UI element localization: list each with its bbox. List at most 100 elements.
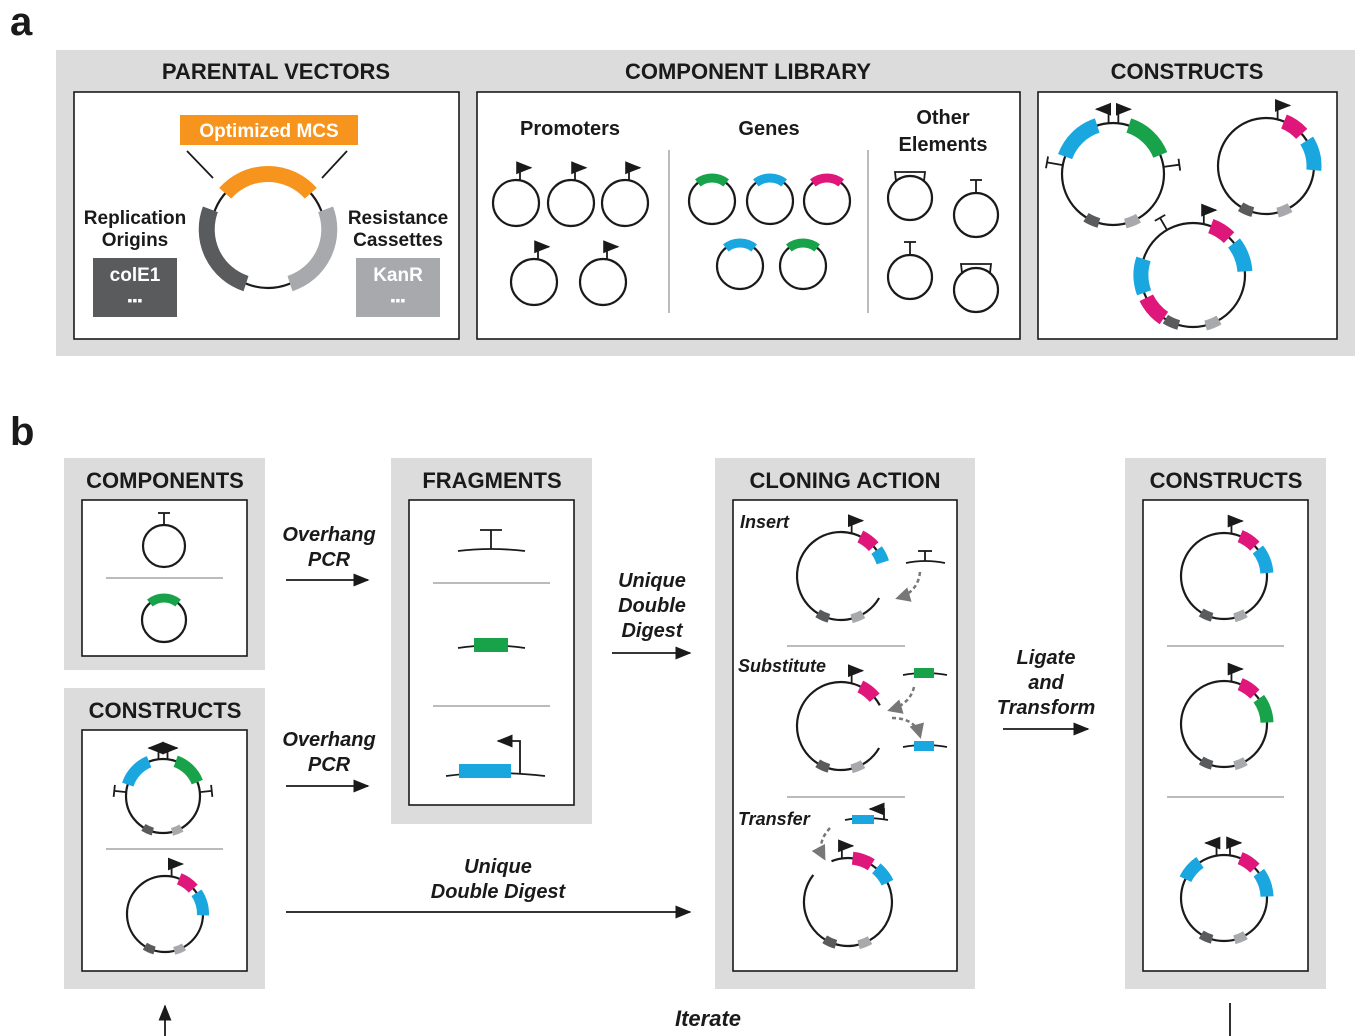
promoter-glyph bbox=[167, 857, 185, 877]
constructs-a-plasmids bbox=[1045, 98, 1322, 331]
origin-segment bbox=[141, 823, 155, 836]
substitute-fragment-green bbox=[902, 668, 948, 678]
promoter-parts bbox=[491, 161, 650, 307]
gene-segment bbox=[147, 593, 181, 607]
svg-text:Double Digest: Double Digest bbox=[431, 881, 567, 903]
panel-a-letter: a bbox=[10, 0, 33, 44]
gene-segment bbox=[1179, 857, 1204, 883]
gene-segment bbox=[723, 238, 757, 252]
component-library-box bbox=[476, 91, 1021, 340]
genes-heading: Genes bbox=[738, 118, 799, 140]
promoter-glyph bbox=[147, 741, 164, 760]
other-element-part bbox=[952, 263, 1000, 314]
gene-part bbox=[745, 173, 795, 226]
gene-segment bbox=[176, 873, 198, 893]
terminator-glyph bbox=[1163, 158, 1182, 171]
origin-chip bbox=[93, 258, 177, 317]
gene-segment bbox=[753, 173, 787, 187]
transfer-plasmid bbox=[802, 839, 894, 950]
other-element-part bbox=[952, 179, 1000, 239]
svg-text:and: and bbox=[1028, 672, 1064, 694]
left-construct-1 bbox=[112, 741, 214, 836]
mcs-label: Optimized MCS bbox=[199, 121, 338, 142]
gene-segment bbox=[871, 546, 889, 565]
svg-text:Unique: Unique bbox=[618, 570, 686, 592]
gene-part bbox=[778, 238, 828, 291]
cassettes-label-1: Resistance bbox=[348, 208, 448, 229]
cassette-segment bbox=[1123, 213, 1141, 229]
cassette-chip-more: ▪▪▪ bbox=[391, 292, 406, 308]
construct-plasmid-2 bbox=[1216, 98, 1322, 218]
terminator-fragment bbox=[457, 529, 526, 552]
other-element-part bbox=[886, 241, 934, 301]
right-construct-3 bbox=[1179, 836, 1274, 945]
gene-segment bbox=[857, 680, 880, 703]
gene-segment bbox=[1300, 136, 1322, 171]
promoter-glyph bbox=[516, 161, 533, 181]
cassette-chip-label: KanR bbox=[373, 265, 423, 286]
gene-segment bbox=[851, 851, 875, 871]
component-library-title: COMPONENT LIBRARY bbox=[625, 59, 871, 84]
component-gene bbox=[140, 593, 188, 644]
gene-segment bbox=[191, 889, 209, 916]
gene-segment bbox=[1207, 219, 1235, 244]
components-parts bbox=[140, 512, 188, 644]
terminator-glyph bbox=[199, 784, 214, 797]
cassette-segment bbox=[170, 824, 184, 836]
promoter-glyph bbox=[603, 240, 620, 260]
gene-part bbox=[715, 238, 765, 291]
svg-text:Overhang: Overhang bbox=[282, 524, 375, 546]
transfer-dashed-arrow bbox=[811, 827, 831, 861]
other-elements-heading-1: Other bbox=[916, 107, 970, 129]
origin-segment bbox=[1083, 212, 1101, 228]
gene-segment bbox=[1252, 545, 1274, 574]
action-insert-label: Insert bbox=[740, 512, 790, 532]
action-substitute-label: Substitute bbox=[738, 656, 826, 676]
right-construct-1 bbox=[1179, 514, 1274, 623]
insert-site-glyph bbox=[893, 171, 927, 182]
parental-vector-plasmid bbox=[186, 150, 348, 292]
gene-segment bbox=[122, 756, 152, 787]
promoter-glyph bbox=[1115, 102, 1132, 124]
mcs-label-box bbox=[180, 115, 358, 145]
origin-segment bbox=[142, 942, 156, 955]
terminator-glyph bbox=[1045, 156, 1063, 169]
promoter-glyph bbox=[625, 161, 642, 181]
promoter-glyph bbox=[1226, 836, 1243, 856]
cloning-action-plasmids bbox=[795, 514, 948, 950]
promoter-glyph bbox=[1201, 203, 1218, 225]
action-transfer-label: Transfer bbox=[738, 809, 811, 829]
origin-segment bbox=[1198, 930, 1214, 944]
origin-segment bbox=[1198, 608, 1214, 622]
iterate-loop-arrow: Iterate bbox=[158, 1003, 1231, 1036]
insert-site-glyph bbox=[959, 263, 993, 274]
svg-text:Digest: Digest bbox=[621, 620, 683, 642]
origin-segment bbox=[1162, 314, 1181, 330]
gene-fragment bbox=[457, 638, 526, 652]
svg-text:Overhang: Overhang bbox=[282, 729, 375, 751]
gene-segment bbox=[786, 238, 820, 252]
panel-b-letter: b bbox=[10, 410, 34, 454]
gene-segment bbox=[1126, 118, 1168, 159]
gene-segment bbox=[1133, 256, 1152, 296]
cassette-segment bbox=[857, 936, 873, 950]
cassette-segment bbox=[1233, 609, 1248, 623]
cassette-segment bbox=[173, 943, 187, 955]
gene-part bbox=[802, 173, 852, 226]
origin-segment bbox=[815, 759, 831, 773]
unique-double-digest-arrow: Unique Double Digest bbox=[612, 570, 692, 660]
promoter-glyph bbox=[838, 839, 855, 859]
gene-parts bbox=[687, 173, 852, 291]
fragments-box bbox=[408, 499, 575, 806]
overhang-pcr-arrow-2: Overhang PCR bbox=[282, 729, 376, 793]
svg-text:Transform: Transform bbox=[997, 697, 1096, 719]
construct-plasmid-3 bbox=[1133, 203, 1253, 331]
constructs-right-plasmids bbox=[1179, 514, 1274, 945]
gene-segment bbox=[1237, 852, 1260, 873]
other-elements-heading-2: Elements bbox=[899, 134, 988, 156]
overhang-pcr-arrow-1: Overhang PCR bbox=[282, 524, 376, 587]
promoter-glyph bbox=[1275, 98, 1292, 120]
promoter-glyph bbox=[847, 664, 865, 684]
promoter-part bbox=[546, 161, 596, 228]
cassette-segment bbox=[850, 610, 866, 624]
